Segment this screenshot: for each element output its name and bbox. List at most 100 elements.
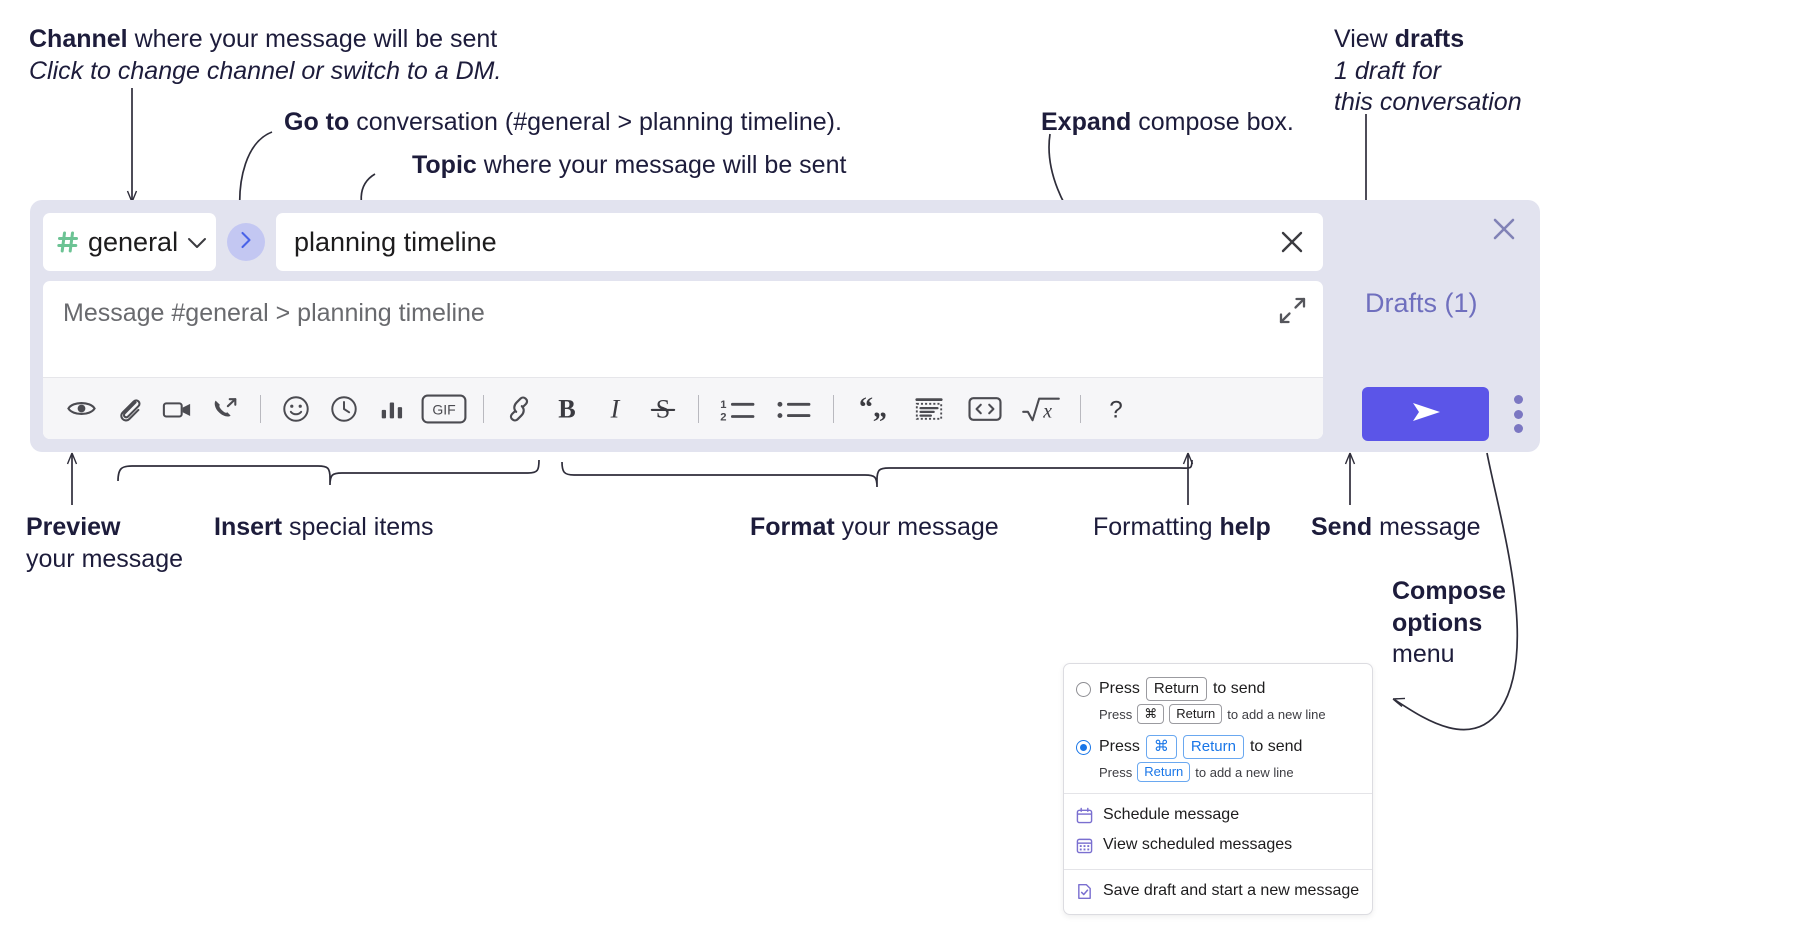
svg-text:S: S (656, 394, 671, 423)
calendar-schedule-icon (1076, 807, 1093, 824)
attachment-icon[interactable] (105, 387, 153, 431)
menu-item-schedule-message[interactable]: Schedule message (1064, 800, 1372, 830)
menu-item-label: View scheduled messages (1103, 836, 1293, 853)
bulleted-list-icon[interactable] (766, 387, 822, 431)
annotation-preview: Preview your message (26, 512, 183, 575)
send-option-return[interactable]: Press Return to send (1064, 676, 1372, 702)
annotation-send-bold: Send (1311, 513, 1373, 541)
key-return: Return (1145, 677, 1207, 701)
code-block-icon[interactable] (901, 387, 957, 431)
send-option-return-sub: Press ⌘ Return to add a new line (1064, 702, 1372, 726)
annotation-expand: Expand compose box. (1041, 107, 1294, 139)
opt1-sub-post: to add a new line (1195, 764, 1294, 780)
ordered-list-icon[interactable]: 1 2 (710, 387, 766, 431)
annotation-expand-bold: Expand (1041, 108, 1132, 136)
annotation-topic-rest: where your message will be sent (476, 151, 847, 179)
svg-text:I: I (610, 394, 621, 423)
goto-conversation-button[interactable] (227, 223, 265, 261)
strikethrough-icon[interactable]: S (639, 387, 687, 431)
compose-options-menu: Press Return to send Press ⌘ Return to a… (1063, 663, 1373, 915)
annotation-compose-line3: menu (1392, 640, 1455, 668)
separator-3 (698, 394, 699, 423)
math-icon[interactable]: x (1013, 387, 1069, 431)
menu-divider (1064, 869, 1372, 870)
separator-1 (260, 394, 261, 423)
send-option-cmd-return[interactable]: Press ⌘ Return to send (1064, 734, 1372, 760)
svg-text:“„: “„ (859, 394, 887, 424)
emoji-icon[interactable] (272, 387, 320, 431)
message-input[interactable]: Message #general > planning timeline (43, 281, 1323, 377)
send-option-cmd-return-sub: Press Return to add a new line (1064, 760, 1372, 784)
send-paper-plane-icon (1409, 399, 1443, 430)
more-options-dot (1513, 409, 1523, 419)
preview-icon[interactable] (57, 387, 105, 431)
annotation-preview-line2: your message (26, 544, 184, 573)
opt0-pre: Press (1099, 680, 1140, 697)
code-icon[interactable] (957, 387, 1013, 431)
drafts-link[interactable]: Drafts (1) (1365, 288, 1478, 318)
menu-item-save-draft[interactable]: Save draft and start a new message (1064, 876, 1372, 906)
chevron-down-icon (187, 236, 207, 248)
video-icon[interactable] (153, 387, 201, 431)
annotation-insert-rest: special items (282, 513, 434, 541)
svg-text:B: B (558, 394, 575, 423)
gif-icon[interactable]: GIF (416, 387, 472, 431)
key-return: Return (1137, 761, 1191, 783)
annotation-channel-rest: where your message will be sent (127, 25, 498, 53)
svg-text:x: x (1042, 400, 1052, 422)
opt0-sub-pre: Press (1099, 706, 1133, 722)
key-command: ⌘ (1145, 735, 1177, 759)
key-return: Return (1169, 703, 1223, 725)
svg-text:GIF: GIF (432, 401, 455, 417)
annotation-drafts-italic2: this conversation (1334, 88, 1522, 116)
hash-icon (57, 230, 79, 254)
annotation-channel: Channel where your message will be sent … (29, 24, 501, 87)
radio-selected-icon[interactable] (1076, 739, 1091, 755)
channel-row: general planning timeline (43, 213, 1323, 271)
menu-divider (1064, 793, 1372, 794)
channel-selector[interactable]: general (43, 213, 216, 271)
help-icon[interactable]: ? (1092, 387, 1140, 431)
opt1-sub-pre: Press (1099, 764, 1133, 780)
radio-unselected-icon[interactable] (1076, 681, 1091, 697)
svg-text:1: 1 (720, 399, 726, 411)
svg-text:2: 2 (720, 411, 726, 423)
annotation-channel-italic: Click to change channel or switch to a D… (29, 56, 502, 85)
annotation-channel-bold: Channel (29, 25, 128, 53)
message-box: Message #general > planning timeline (43, 281, 1323, 439)
annotation-compose-line2: options (1392, 608, 1483, 637)
annotation-expand-rest: compose box. (1131, 108, 1294, 136)
expand-arrows-icon[interactable] (1277, 295, 1307, 325)
close-icon[interactable] (1490, 215, 1518, 243)
annotation-preview-bold: Preview (26, 513, 121, 541)
calendar-grid-icon (1076, 837, 1093, 854)
more-options-dot (1513, 395, 1523, 404)
italic-icon[interactable]: I (591, 387, 639, 431)
annotation-insert: Insert special items (214, 512, 434, 544)
annotation-insert-bold: Insert (214, 513, 283, 541)
compose-options-button[interactable] (1512, 395, 1524, 433)
draft-check-icon (1076, 883, 1093, 900)
menu-item-view-scheduled[interactable]: View scheduled messages (1064, 830, 1372, 860)
opt0-sub-post: to add a new line (1227, 706, 1326, 722)
separator-2 (483, 394, 484, 423)
annotation-goto-rest: conversation (#general > planning timeli… (349, 108, 842, 136)
annotation-send-rest: message (1372, 513, 1481, 541)
bold-icon[interactable]: B (543, 387, 591, 431)
topic-input[interactable]: planning timeline (276, 213, 1323, 271)
send-button[interactable] (1362, 387, 1489, 441)
call-icon[interactable] (201, 387, 249, 431)
menu-item-label: Schedule message (1103, 806, 1240, 823)
annotation-drafts-italic1: 1 draft for (1334, 56, 1441, 85)
clock-icon[interactable] (320, 387, 368, 431)
annotation-drafts-bold: drafts (1394, 25, 1465, 53)
link-icon[interactable] (495, 387, 543, 431)
formatting-toolbar: GIF B (43, 377, 1323, 439)
message-placeholder: Message #general > planning timeline (63, 299, 485, 327)
key-return: Return (1182, 735, 1244, 759)
blockquote-icon[interactable]: “„ (845, 387, 901, 431)
close-icon[interactable] (1277, 227, 1307, 257)
poll-icon[interactable] (368, 387, 416, 431)
annotation-compose-options: Compose options menu (1392, 576, 1506, 671)
